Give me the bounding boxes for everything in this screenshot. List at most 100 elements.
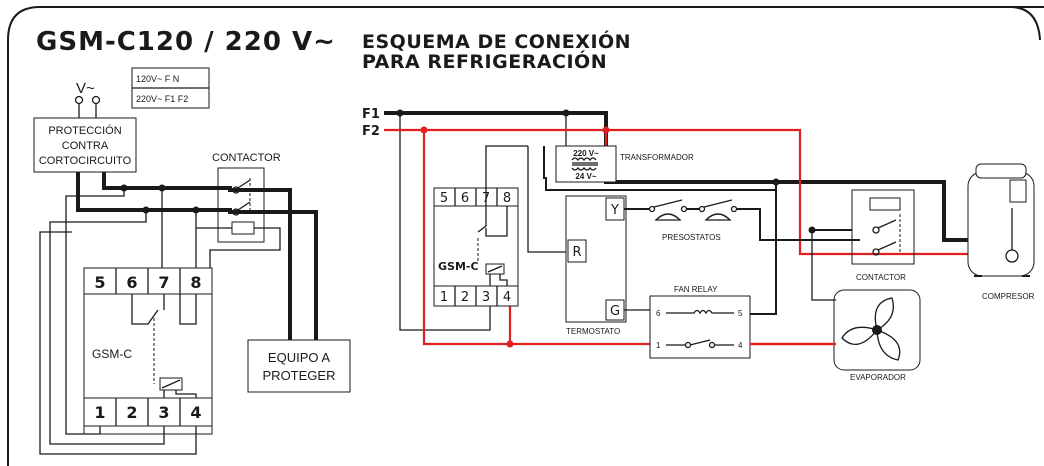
y-to-contactor-wire xyxy=(624,208,860,241)
coil-diagonal xyxy=(161,379,181,389)
line-f2-label: F2 xyxy=(362,124,380,139)
fan-relay-contact-point xyxy=(684,341,692,349)
protection-line-2: CONTRA xyxy=(62,140,109,152)
right-gsm-label: GSM-C xyxy=(438,260,479,273)
left-diagram: V~ 120V~ F N 220V~ F1 F2 PROTECCIÓN CONT… xyxy=(33,67,351,455)
evaporator-label: EVAPORADOR xyxy=(850,373,906,382)
contact-point xyxy=(872,248,880,256)
coil-wire xyxy=(163,390,197,398)
fan-relay-contact-point xyxy=(708,341,716,349)
right-terminal-8: 8 xyxy=(503,191,511,206)
fan-relay-pin-4: 4 xyxy=(738,341,743,350)
fan-blade xyxy=(876,329,901,361)
pressure-switch-dome xyxy=(654,213,682,221)
left-gsm-label: GSM-C xyxy=(92,347,132,361)
line-f1-label: F1 xyxy=(362,107,380,122)
transformer-primary: 220 V~ xyxy=(573,149,599,158)
contact-point xyxy=(872,226,880,234)
fan-blade xyxy=(874,297,894,331)
left-terminal-5: 5 xyxy=(94,273,105,292)
supply-terminal-1 xyxy=(74,95,84,105)
right-contactor-coil xyxy=(869,197,901,211)
thermostat-label: TERMOSTATO xyxy=(566,327,620,336)
left-terminal-2: 2 xyxy=(126,403,137,422)
left-loop-wire xyxy=(65,188,125,435)
transformer-primary-coil xyxy=(571,157,597,162)
transformer-box xyxy=(555,145,617,183)
contact-switch xyxy=(877,241,897,251)
left-terminal-1: 1 xyxy=(94,403,105,422)
left-contactor-label: CONTACTOR xyxy=(212,152,281,164)
right-contactor xyxy=(851,189,915,265)
thermostat-r-terminal xyxy=(567,239,587,263)
left-contactor xyxy=(217,167,265,243)
transformer-to-r-wire xyxy=(527,146,566,253)
subtitle-line-2: PARA REFRIGERACIÓN xyxy=(362,49,607,73)
coil-wire xyxy=(196,227,281,268)
pressure-switch-contact xyxy=(648,205,656,213)
right-diagram: F1 F2 220 V~ 24 V~ TRANSFORMADOR xyxy=(362,107,1035,382)
fan-blade xyxy=(841,326,879,346)
presostatos-label: PRESOSTATOS xyxy=(662,233,721,242)
pressure-switch-contact xyxy=(730,205,738,213)
protection-box xyxy=(33,117,137,173)
contact-switch xyxy=(877,219,897,229)
terminal-7-to-transformer xyxy=(485,145,528,206)
right-terminal-6: 6 xyxy=(461,191,469,206)
supply-terminal-2 xyxy=(91,95,101,105)
transformer-24v-wire xyxy=(543,146,776,191)
left-terminal-6: 6 xyxy=(126,273,137,292)
transformer-label: TRANSFORMADOR xyxy=(620,153,694,162)
right-terminal-1: 1 xyxy=(440,290,448,305)
right-internal-contact xyxy=(477,206,487,233)
protection-line-1: PROTECCIÓN xyxy=(48,124,121,137)
voltage-table-row-2: 220V~ F1 F2 xyxy=(136,94,188,104)
left-power-wire-2 xyxy=(76,172,318,340)
compressor-connector xyxy=(1009,179,1027,203)
equipment-line-1: EQUIPO A xyxy=(268,350,330,365)
thermostat-y: Y xyxy=(610,203,619,218)
thermostat-g: G xyxy=(610,304,620,319)
coil-diagonal xyxy=(487,265,503,273)
left-terminal-4: 4 xyxy=(190,403,201,422)
supply-symbol: V~ xyxy=(76,80,95,97)
equipment-box xyxy=(247,339,351,393)
pressure-switch-blade xyxy=(653,199,683,208)
coil-wire xyxy=(489,274,508,286)
contact-switch xyxy=(237,179,251,189)
compressor-top xyxy=(975,163,1027,179)
right-terminal-3: 3 xyxy=(482,290,490,305)
left-outer-wire xyxy=(39,231,197,455)
pressure-switch-blade xyxy=(703,199,733,208)
right-contactor-label: CONTACTOR xyxy=(856,273,906,282)
left-loop-wire xyxy=(49,210,165,445)
compressor-label: COMPRESOR xyxy=(982,292,1035,301)
equipment-line-2: PROTEGER xyxy=(263,368,336,383)
left-power-wire-1 xyxy=(102,172,292,340)
fan-relay-box xyxy=(649,295,751,359)
contact-point xyxy=(232,186,240,194)
fan-relay-pin-5: 5 xyxy=(738,309,743,318)
left-terminal-3: 3 xyxy=(158,403,169,422)
pressure-switch-dome xyxy=(704,213,732,221)
fan-relay-coil xyxy=(666,309,734,315)
thermostat-r: R xyxy=(572,245,581,260)
fan-relay-pin-6: 6 xyxy=(656,309,661,318)
subtitle-line-1: ESQUEMA DE CONEXIÓN xyxy=(362,29,631,53)
transformer-secondary-coil xyxy=(571,166,597,171)
right-terminal-4: 4 xyxy=(503,290,511,305)
left-terminal-8: 8 xyxy=(190,273,201,292)
contact-switch xyxy=(237,201,251,211)
internal-relay-contact xyxy=(131,294,159,325)
right-terminal-2: 2 xyxy=(461,290,469,305)
left-terminal-7: 7 xyxy=(158,273,169,292)
right-terminal-5: 5 xyxy=(440,191,448,206)
common-24v-wire xyxy=(740,182,777,315)
page-title: GSM-C120 / 220 V~ xyxy=(36,27,336,57)
right-internal-wire xyxy=(485,206,508,237)
voltage-table-row-1: 120V~ F N xyxy=(136,74,179,84)
contact-point xyxy=(232,208,240,216)
line-f2-wire xyxy=(384,128,968,256)
